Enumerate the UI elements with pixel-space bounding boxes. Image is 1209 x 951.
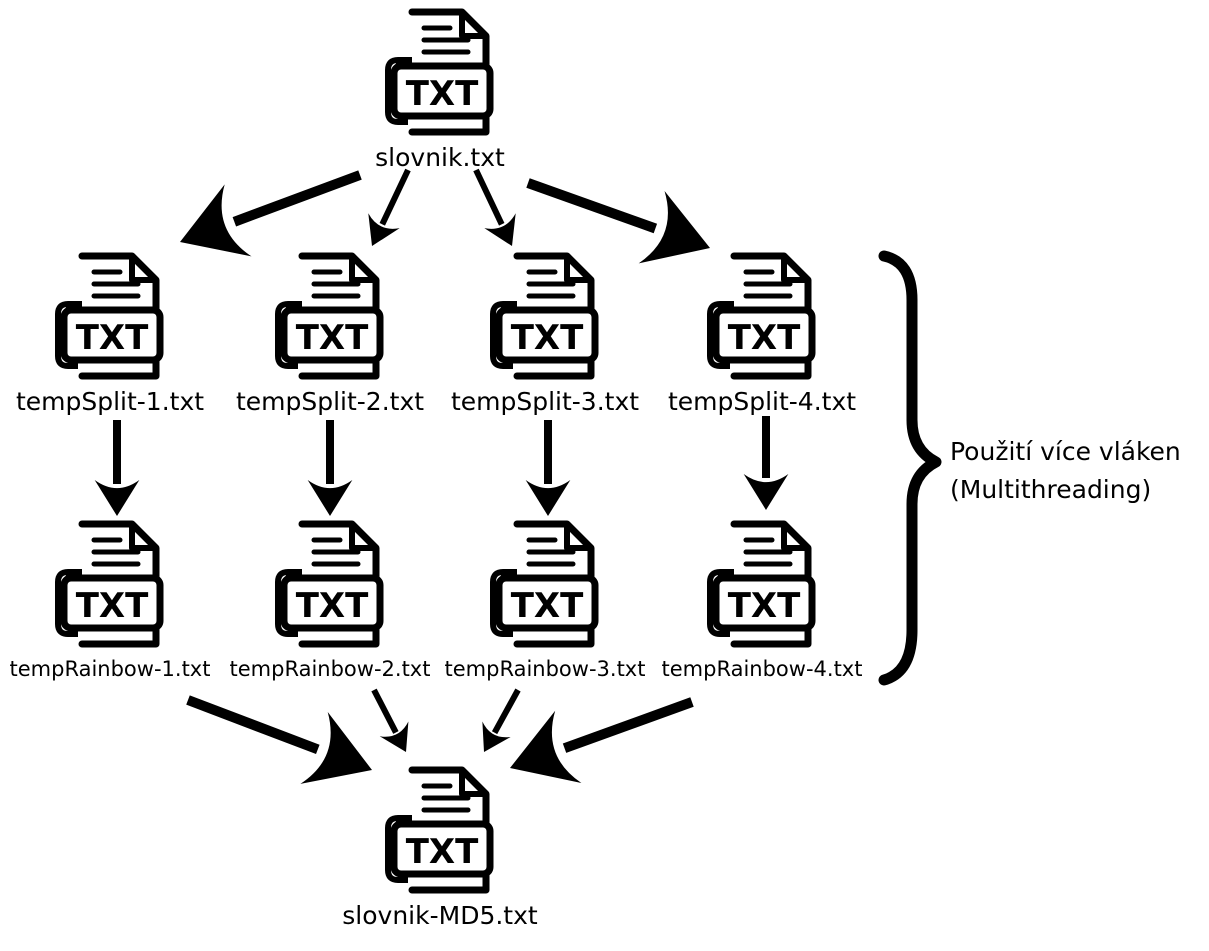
txt-file-icon: TXT (278, 524, 380, 644)
arrows (94, 168, 789, 784)
txt-icon-text: TXT (76, 318, 149, 358)
arrow-source-to-split-2 (368, 168, 411, 246)
txt-file-icon: TXT (493, 524, 595, 644)
source-file-label: slovnik.txt (375, 143, 505, 172)
txt-file-icon: TXT (58, 256, 160, 376)
split-file-1: TXT tempSplit-1.txt (16, 256, 204, 416)
rainbow-file-4: TXT tempRainbow-4.txt (662, 524, 863, 681)
txt-icon-text: TXT (76, 586, 149, 626)
txt-file-icon: TXT (710, 256, 812, 376)
rainbow-file-3: TXT tempRainbow-3.txt (445, 524, 646, 681)
txt-file-icon: TXT (493, 256, 595, 376)
file-nodes: TXTslovnik.txtTXTtempSplit-1.txtTXTtempS… (10, 12, 863, 930)
txt-file-icon: TXT (388, 770, 490, 890)
split-file-4-label: tempSplit-4.txt (668, 387, 856, 416)
rainbow-file-2-label: tempRainbow-2.txt (230, 657, 431, 681)
split-file-4: TXT tempSplit-4.txt (668, 256, 856, 416)
txt-file-icon: TXT (388, 12, 490, 132)
arrow-rainbow-1-to-result (186, 695, 372, 784)
arrow-split-to-rainbow-3 (525, 420, 571, 516)
txt-icon-text: TXT (406, 832, 479, 872)
arrow-rainbow-2-to-result (371, 688, 409, 752)
txt-file-icon: TXT (58, 524, 160, 644)
arrow-split-to-rainbow-1 (94, 420, 140, 516)
arrow-rainbow-3-to-result (482, 688, 521, 752)
source-file: TXT slovnik.txt (375, 12, 505, 172)
txt-icon-text: TXT (511, 586, 584, 626)
arrow-rainbow-4-to-result (510, 697, 694, 784)
result-file-label: slovnik-MD5.txt (342, 901, 538, 930)
txt-icon-text: TXT (296, 586, 369, 626)
txt-file-icon: TXT (710, 524, 812, 644)
txt-icon-text: TXT (296, 318, 369, 358)
txt-icon-text: TXT (511, 318, 584, 358)
multithreading-label-line1: Použití více vláken (950, 437, 1181, 466)
split-file-2-label: tempSplit-2.txt (236, 387, 424, 416)
split-file-1-label: tempSplit-1.txt (16, 387, 204, 416)
multithreading-label-line2: (Multithreading) (950, 475, 1151, 504)
multithreading-brace (878, 250, 942, 686)
arrow-source-to-split-3 (473, 168, 516, 246)
split-file-3-label: tempSplit-3.txt (451, 387, 639, 416)
result-file: TXT slovnik-MD5.txt (342, 770, 538, 930)
rainbow-file-1-label: tempRainbow-1.txt (10, 657, 211, 681)
arrow-source-to-split-4 (526, 178, 710, 264)
split-file-2: TXT tempSplit-2.txt (236, 256, 424, 416)
rainbow-file-3-label: tempRainbow-3.txt (445, 657, 646, 681)
rainbow-file-4-label: tempRainbow-4.txt (662, 657, 863, 681)
rainbow-file-1: TXT tempRainbow-1.txt (10, 524, 211, 681)
txt-icon-text: TXT (728, 318, 801, 358)
arrow-split-to-rainbow-2 (307, 420, 353, 516)
txt-icon-text: TXT (728, 586, 801, 626)
arrow-source-to-split-1 (180, 170, 362, 257)
rainbow-file-2: TXT tempRainbow-2.txt (230, 524, 431, 681)
txt-file-icon: TXT (278, 256, 380, 376)
split-file-3: TXT tempSplit-3.txt (451, 256, 639, 416)
arrow-split-to-rainbow-4 (743, 416, 789, 510)
txt-icon-text: TXT (406, 74, 479, 114)
